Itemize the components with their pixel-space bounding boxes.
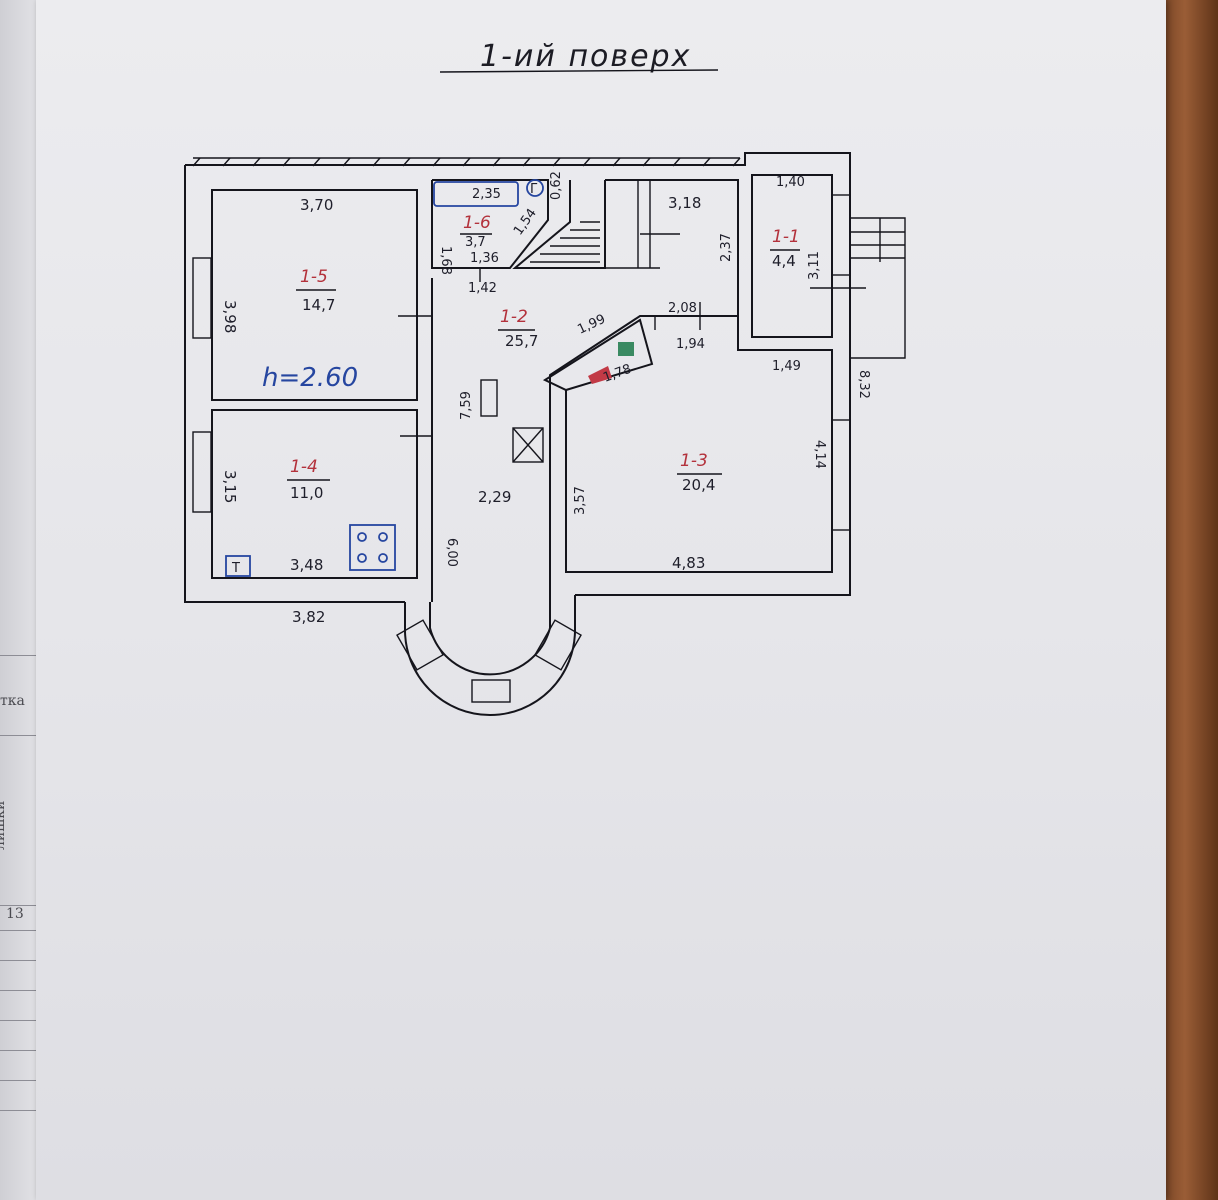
dim-3-18: 3,18 [668,194,701,212]
dim-7-59: 7,59 [459,391,474,420]
room-1-3-area: 20,4 [682,476,715,494]
table-rule [0,735,40,736]
plan-title: 1-ий поверх [480,39,691,74]
dim-3-98: 3,98 [221,300,239,333]
dim-1-78: 1,78 [601,362,633,386]
room-1-5: 3,70 3,98 1-5 14,7 h=2.60 [192,189,432,401]
room-1-1-area: 4,4 [772,252,796,270]
room-1-5-id: 1-5 [300,267,328,287]
dim-4-83: 4,83 [672,554,705,572]
fire-icon [588,366,612,384]
dim-2-29: 2,29 [478,488,511,506]
room-1-4-id: 1-4 [290,457,318,477]
dim-1-36: 1,36 [470,251,499,266]
dim-1-94: 1,94 [676,337,705,352]
dim-3-48: 3,48 [290,556,323,574]
column-icon [480,379,498,417]
boiler-label: Г [530,182,538,197]
table-rule [0,655,40,656]
table-rule [0,930,40,931]
dim-0-62: 0,62 [549,171,564,200]
room-1-3-id: 1-3 [680,451,708,471]
dim-8-32: 8,32 [856,370,871,399]
bathtub-icon [433,181,519,207]
sink-icon [225,555,251,577]
room-1-5-area: 14,7 [302,296,335,314]
room-1-6: 2,35 Г 1,68 1-6 3,7 1,36 1,54 1,42 [431,179,549,296]
room-1-6-id: 1-6 [463,213,491,233]
room-1-4: 3,15 1-4 11,0 3,48 Т [192,409,432,579]
dim-2-35: 2,35 [472,187,501,202]
staircase: 0,62 [512,171,606,269]
room-1-1-id: 1-1 [772,227,800,247]
floor-plan: 1-ий поверх [184,39,906,716]
dim-1-99: 1,99 [575,312,608,338]
paper-sheet: 1-ий поверх [36,0,1166,1200]
burner-icon [378,553,388,563]
dim-1-40: 1,40 [776,175,805,190]
dim-2-08: 2,08 [668,301,697,316]
table-rule [0,1110,40,1111]
table-rule [0,990,40,991]
table-rule [0,905,40,906]
room-1-1: 1,40 1-1 4,4 3,11 [751,174,906,359]
dim-2-37: 2,37 [719,233,734,262]
dim-3-82: 3,82 [292,608,325,626]
room-1-2-id: 1-2 [500,307,528,327]
left-page-text: тка [0,693,25,709]
left-page-text: лишки [0,800,8,850]
dim-1-42: 1,42 [468,281,497,296]
dim-1-54: 1,54 [511,206,540,238]
room-1-4-area: 11,0 [290,484,323,502]
fireplace-grate-icon [618,342,634,356]
stove-mark-label: Т [231,561,240,576]
title-underline [439,69,719,73]
room-1-2-area: 25,7 [505,332,538,350]
vent-icon [512,427,544,463]
dim-3-57: 3,57 [573,486,588,515]
burner-icon [378,532,388,542]
table-rule [0,1080,40,1081]
table-rule [0,1050,40,1051]
room-upper-right: 3,18 2,37 [605,179,739,330]
dim-1-68: 1,68 [438,246,453,275]
stove-icon [349,524,396,571]
room-1-2: 1-2 25,7 7,59 2,29 6,00 1,99 2,08 1,94 [431,278,738,602]
dim-4-14: 4,14 [812,440,827,469]
dim-3-15: 3,15 [221,470,239,503]
room-1-3: 1,49 8,32 4,14 3,57 1-3 20,4 4,83 [565,330,871,573]
boiler-icon [526,179,544,197]
dim-3-11: 3,11 [807,251,822,280]
burner-icon [357,532,367,542]
table-rule [0,1020,40,1021]
room-1-6-area: 3,7 [465,235,486,250]
bay-windows [396,619,582,703]
fireplace: 1,78 [542,318,654,392]
left-page-number: 13 [6,906,24,922]
ceiling-height-note: h=2.60 [262,363,358,393]
burner-icon [357,553,367,563]
dim-6-00: 6,00 [444,538,459,567]
table-rule [0,960,40,961]
dim-1-49: 1,49 [772,359,801,374]
dim-3-70: 3,70 [300,196,333,214]
